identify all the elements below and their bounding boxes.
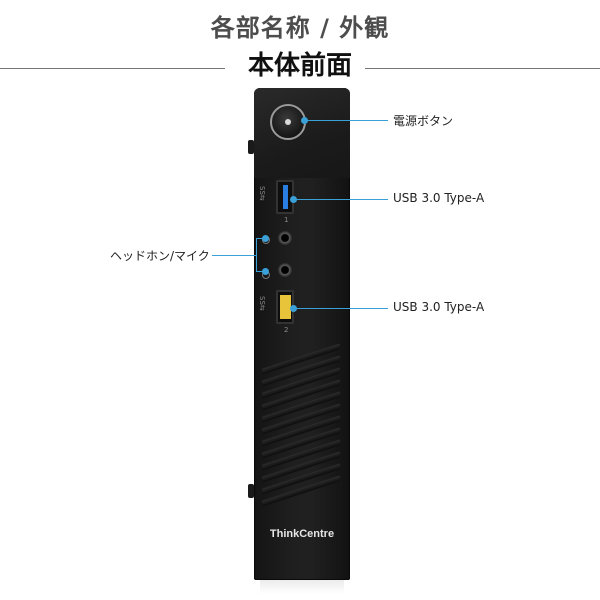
callout-dot-power xyxy=(301,117,308,124)
side-clip-top xyxy=(248,140,254,154)
label-usb-bottom: USB 3.0 Type-A xyxy=(393,300,485,314)
usb-tongue-blue xyxy=(283,185,288,209)
callout-bracket-audio xyxy=(256,238,257,272)
callout-line-audio-top xyxy=(256,238,264,239)
callout-line-power xyxy=(305,120,388,121)
callout-line-audio-bottom xyxy=(256,271,264,272)
section-title: 本体前面 xyxy=(0,45,600,82)
callout-dot-microphone xyxy=(262,268,269,275)
usb-ss-charge-icon: SS⇆ xyxy=(258,296,266,311)
device-front-panel xyxy=(254,88,350,580)
usb-port-yellow xyxy=(276,290,294,324)
port-number-1: 1 xyxy=(284,216,289,224)
callout-dot-headphone xyxy=(262,235,269,242)
port-number-2: 2 xyxy=(284,326,289,334)
page-title: 各部名称 / 外観 xyxy=(210,14,390,42)
callout-dot-usb-bottom xyxy=(290,305,297,312)
usb-tongue-yellow xyxy=(280,295,291,319)
label-usb-top: USB 3.0 Type-A xyxy=(393,191,485,205)
callout-line-audio xyxy=(212,255,256,256)
side-clip-bottom xyxy=(248,484,254,498)
usb-ss-icon: SS⇆ xyxy=(258,186,266,201)
power-button xyxy=(270,104,306,140)
section-title-text: 本体前面 xyxy=(237,51,362,81)
section-rule-left xyxy=(0,68,225,69)
callout-line-usb-bottom xyxy=(294,308,388,309)
device-reflection xyxy=(260,580,344,594)
audio-jack-2 xyxy=(278,263,292,277)
callout-dot-usb-top xyxy=(290,196,297,203)
label-power-button: 電源ボタン xyxy=(393,114,454,128)
label-audio: ヘッドホン/マイク xyxy=(110,249,210,263)
section-rule-right xyxy=(365,68,600,69)
audio-jack-1 xyxy=(278,231,292,245)
callout-line-usb-top xyxy=(294,199,388,200)
brand-logo: ThinkCentre xyxy=(269,528,335,540)
